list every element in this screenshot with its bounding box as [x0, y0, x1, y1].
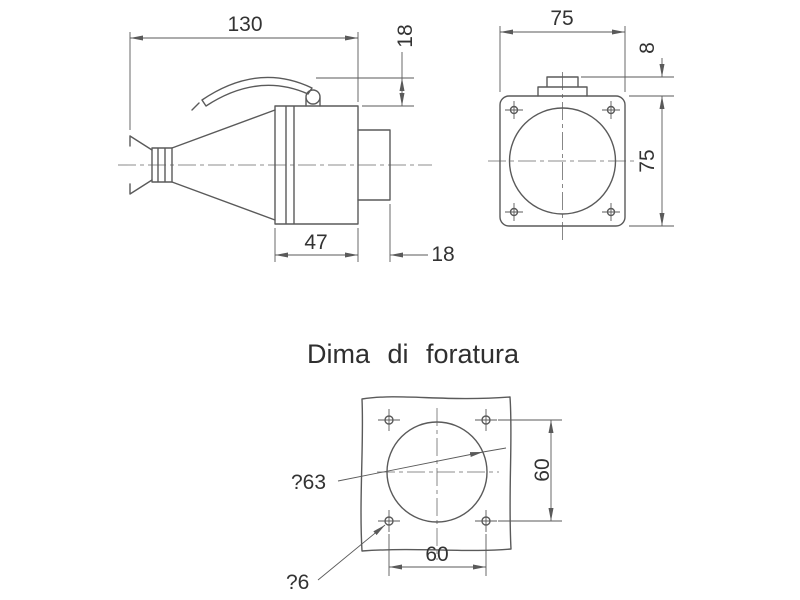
side-flange-depth-dim-label: 18	[431, 243, 454, 266]
front-view: 75 8 75	[488, 7, 674, 240]
socket-circle	[508, 107, 617, 215]
dim-tab-extension-lines	[581, 76, 674, 97]
front-plate-outline	[499, 95, 626, 227]
dim-length-130: 130	[129, 13, 359, 130]
dim-cutout-diameter: ?63	[291, 447, 507, 494]
front-tab-height-dim-label: 8	[636, 42, 659, 54]
horizontal-spacing-dim-label: 60	[425, 543, 448, 566]
cone-body-outline	[171, 109, 276, 221]
drill-template-view: ?63 60 60 ?6	[286, 396, 562, 594]
mounting-hole-crosshairs	[505, 101, 620, 221]
vertical-spacing-dim-label: 60	[531, 458, 554, 481]
dim-hole-diameter: ?6	[286, 524, 386, 594]
side-lid-height-dim-label: 18	[394, 24, 417, 47]
cutout-diameter-label: ?63	[291, 471, 326, 494]
dim-bottom-extension-lines	[274, 204, 391, 262]
main-body-outline	[274, 105, 359, 225]
dim-front-height-75: 75	[629, 96, 674, 227]
hinge-tab-outline	[537, 76, 588, 97]
hinge-bracket	[305, 97, 321, 107]
template-panel-outline	[360, 396, 512, 552]
hole-diameter-label: ?6	[286, 571, 309, 594]
dim-lid-height-18: 18	[316, 24, 417, 107]
dim-bottom-depths: 47 18	[274, 204, 455, 266]
face-flange-outline	[357, 129, 391, 201]
dim-lid-extension-lines	[316, 77, 414, 107]
dim-tab-height-8: 8	[581, 42, 674, 97]
dim-front-width-extension-lines	[499, 26, 626, 92]
drill-hole-crosshairs	[378, 409, 497, 532]
cutout-circle	[386, 421, 488, 523]
cutout-diameter-leader-tail	[482, 447, 507, 453]
drawing-title: Dima di foratura	[307, 339, 520, 369]
lid-outline	[191, 76, 313, 111]
dim-front-width-75: 75	[499, 7, 626, 92]
side-length-dim-label: 130	[227, 13, 262, 36]
dim-length-extension-lines	[129, 32, 359, 130]
hinge-circle	[305, 89, 321, 105]
dim-vertical-spacing-60: 60	[498, 419, 562, 522]
template-drill-holes	[378, 409, 497, 532]
cable-gland-horn-outline	[129, 135, 153, 195]
hole-diameter-leader	[317, 524, 386, 581]
front-mounting-holes	[505, 101, 620, 221]
cutout-diameter-leader	[337, 451, 484, 482]
front-height-dim-label: 75	[636, 149, 659, 172]
side-body-depth-dim-label: 47	[304, 231, 327, 254]
front-width-dim-label: 75	[550, 7, 573, 30]
dim-horizontal-spacing-60: 60	[388, 534, 487, 576]
side-view: 130 18 47 18	[118, 13, 455, 266]
